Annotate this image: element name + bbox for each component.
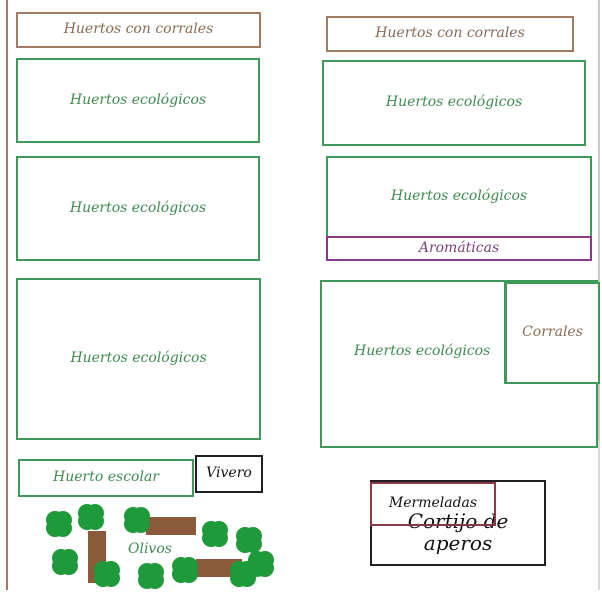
corrales-label: Corrales (522, 324, 583, 341)
plot-boundary-right (598, 0, 600, 440)
huerto-escolar-label: Huerto escolar (53, 469, 159, 486)
garden-path (196, 559, 242, 577)
huertos-ecologicos-right-2: Huertos ecológicos (326, 156, 592, 236)
olive-tree-icon (204, 523, 226, 545)
huertos-ecologicos-right-3-label: Huertos ecológicos (354, 343, 491, 359)
olive-tree-icon (48, 513, 70, 535)
mermeladas-label: Mermeladas (388, 495, 478, 512)
huertos-ecologicos-left-2: Huertos ecológicos (16, 156, 260, 261)
huertos-ecologicos-right-1-label: Huertos ecológicos (385, 94, 523, 111)
plot-boundary-left (6, 0, 8, 590)
olive-tree-icon (126, 509, 148, 531)
olive-tree-icon (96, 563, 118, 585)
plot-boundary-right-lower (598, 440, 600, 590)
mermeladas: Mermeladas (370, 482, 496, 526)
huertos-con-corrales-left-label: Huertos con corrales (63, 21, 214, 38)
cortijo-de-aperos-label: Cortijo de aperos (407, 509, 509, 555)
huertos-con-corrales-right-label: Huertos con corrales (375, 25, 525, 42)
huertos-con-corrales-left: Huertos con corrales (16, 12, 261, 48)
olive-tree-icon (80, 506, 102, 528)
huertos-ecologicos-left-1: Huertos ecológicos (16, 58, 260, 143)
olive-tree-icon (140, 565, 162, 587)
aromaticas-label: Aromáticas (418, 239, 500, 256)
huertos-ecologicos-left-3: Huertos ecológicos (16, 278, 261, 440)
huertos-ecologicos-right-1: Huertos ecológicos (322, 60, 586, 146)
huertos-ecologicos-left-1-label: Huertos ecológicos (69, 91, 207, 108)
huerto-escolar: Huerto escolar (18, 459, 194, 497)
cortijo-de-aperos: Cortijo de aperos (370, 480, 546, 566)
olive-tree-icon (238, 529, 260, 551)
olive-tree-icon (250, 553, 272, 575)
olive-tree-icon (174, 559, 196, 581)
garden-path (146, 517, 196, 535)
huertos-con-corrales-right: Huertos con corrales (326, 16, 574, 52)
vivero: Vivero (195, 455, 263, 493)
corrales-pen: Corrales (504, 282, 600, 384)
olive-tree-icon (232, 563, 254, 585)
huertos-ecologicos-right-2-label: Huertos ecológicos (390, 188, 528, 205)
vivero-label: Vivero (206, 465, 252, 482)
aromaticas-bed: Aromáticas (326, 236, 592, 261)
olive-tree-icon (54, 551, 76, 573)
huertos-ecologicos-left-3-label: Huertos ecológicos (70, 350, 207, 367)
olive-grove: Olivos (40, 503, 272, 587)
olivos-label: Olivos (128, 541, 172, 557)
huertos-ecologicos-left-2-label: Huertos ecológicos (69, 199, 207, 216)
